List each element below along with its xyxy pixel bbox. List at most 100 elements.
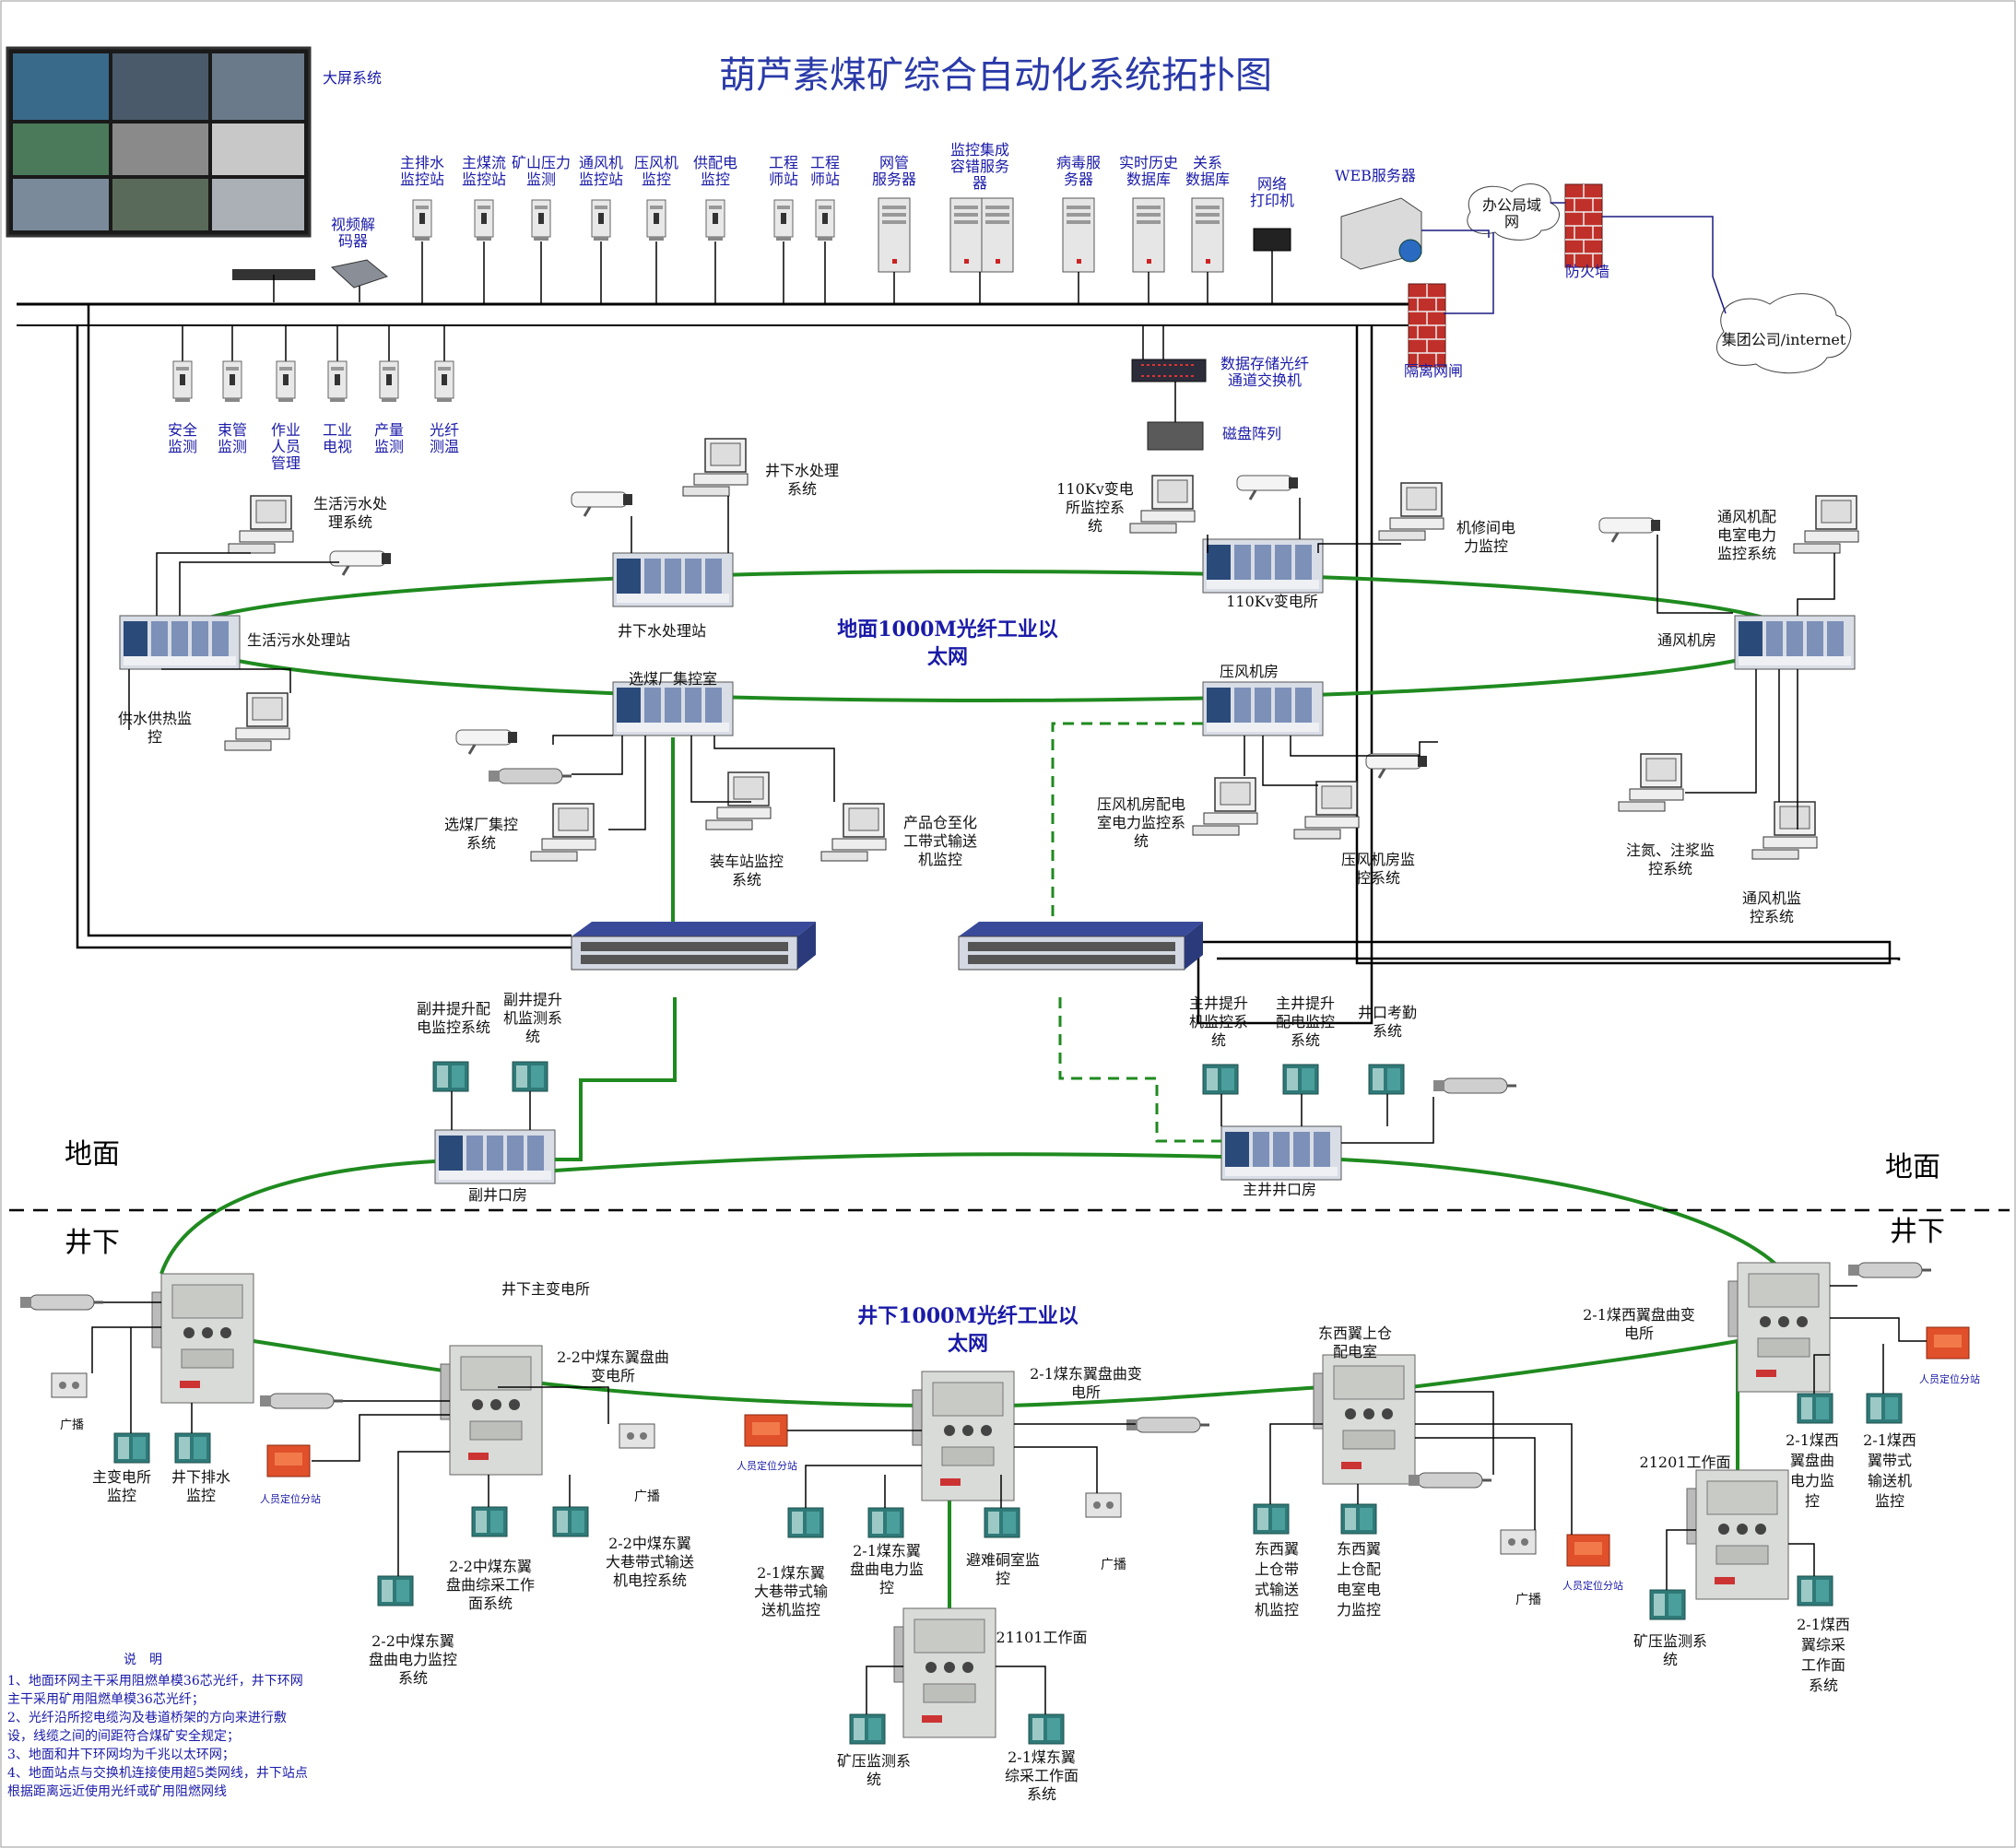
- server-row: 网管服务器监控集成容错服务器病毒服务器实时历史数据库关系数据库网络打印机: [872, 141, 1294, 304]
- press-mon-label: 矿压监测系统: [837, 1752, 911, 1788]
- ew-personnel-label: 人员定位分站: [1562, 1579, 1623, 1592]
- main-hoist-power-label: 主井提升配电监控系统: [1276, 995, 1335, 1049]
- isolation-gateway-label: 隔离网闸: [1404, 362, 1463, 380]
- face21201-label: 21201工作面: [1640, 1454, 1731, 1471]
- repair-pc-icon: [1378, 482, 1444, 541]
- sub22-personnel-label: 人员定位分站: [260, 1492, 321, 1505]
- press-mon-module: [849, 1713, 886, 1745]
- shaft-water-pc-icon: [682, 438, 749, 497]
- belt22-module: [552, 1506, 589, 1537]
- vent-power-pc-icon: [1793, 495, 1859, 554]
- notes: 说 明 1、地面环网主干采用阻燃单模36芯光纤，井下环网主干采用矿用阻燃单模36…: [7, 1653, 308, 1799]
- sub21e-box: [912, 1371, 1015, 1501]
- firewall-icon: [1564, 183, 1603, 268]
- server-label: 实时历史数据库: [1119, 154, 1178, 188]
- aux-hoist-power-module: [432, 1061, 469, 1092]
- surface-ring-label: 地面1000M光纤工业以太网: [837, 618, 1058, 669]
- top-station-label: 压风机监控: [634, 154, 678, 188]
- attendance-module: [1368, 1064, 1405, 1095]
- ew-room-box: [1313, 1354, 1416, 1485]
- belt21e-label: 2-1煤东翼大巷带式输送机监控: [754, 1564, 828, 1618]
- server-icon: [1132, 197, 1165, 273]
- sub110-pc-icon: [1129, 475, 1196, 534]
- underground-ring-label: 井下1000M光纤工业以太网: [857, 1304, 1079, 1356]
- bottom-station-icon: [276, 360, 296, 403]
- sub21w-label: 2-1煤西翼盘曲变电所: [1583, 1306, 1695, 1342]
- face21201-box: [1686, 1469, 1789, 1600]
- server-label: 病毒服务器: [1056, 154, 1101, 188]
- server-icon: [981, 197, 1014, 273]
- aux-shaft-label: 副井口房: [468, 1186, 527, 1204]
- main-sub-sensor-icon: [18, 1293, 105, 1312]
- big-screen-label: 大屏系统: [323, 69, 382, 87]
- bottom-station-icon: [434, 360, 454, 403]
- sub21w-personnel-label: 人员定位分站: [1919, 1372, 1980, 1385]
- server-label: 网管服务器: [872, 154, 916, 188]
- w-belt-label: 2-1煤西翼带式输送机监控: [1863, 1431, 1916, 1510]
- sub22-sensor-icon: [258, 1392, 345, 1410]
- drainage-module: [174, 1432, 211, 1464]
- main-shaft-label: 主井井口房: [1243, 1181, 1316, 1198]
- server-label: 网络打印机: [1250, 175, 1294, 209]
- top-station-label: 主排水监控站: [400, 154, 444, 188]
- sub21w-personnel-icon: [1926, 1326, 1970, 1360]
- storage-switch-device: [1131, 359, 1207, 383]
- firewall-label: 防火墙: [1565, 263, 1609, 280]
- w-belt-module: [1866, 1393, 1903, 1424]
- ew-power-label: 东西翼上仓配电室电力监控: [1337, 1540, 1381, 1618]
- comp-power-label: 压风机房配电室电力监控系统: [1097, 795, 1185, 850]
- ew-belt-label: 东西翼上仓带式输送机监控: [1255, 1540, 1299, 1618]
- w-power-label: 2-1煤西翼盘曲电力监控: [1786, 1431, 1839, 1510]
- face22-module: [471, 1506, 508, 1537]
- vent-room-plc: [1734, 615, 1856, 670]
- coal-prep-label: 选煤厂集控室: [629, 670, 717, 688]
- office-lan-cloud: [1467, 183, 1560, 241]
- main-shaft-sensor-icon: [1432, 1077, 1518, 1095]
- coal-prep-sensor-icon: [487, 767, 573, 785]
- server-icon: [878, 197, 911, 273]
- ew-room-label: 东西翼上仓配电室: [1318, 1324, 1392, 1360]
- top-station-label: 矿山压力监测: [512, 154, 571, 188]
- main-sub-mon-label: 主变电所监控: [92, 1468, 151, 1504]
- repair-label: 机修间电力监控: [1456, 519, 1515, 555]
- web-server-label: WEB服务器: [1335, 167, 1416, 184]
- compressor-room-plc: [1202, 681, 1324, 736]
- hub-device: [330, 259, 389, 288]
- shaft-water-station-label: 井下水处理站: [618, 622, 706, 640]
- main-sub-broadcast-label: 广播: [60, 1418, 84, 1432]
- disk-array-device: [1147, 421, 1204, 451]
- internet-links: [1421, 202, 1727, 314]
- sub21e-broadcast-label: 广播: [1101, 1558, 1126, 1572]
- power21e-label: 2-1煤东翼盘曲电力监控: [850, 1542, 924, 1596]
- comp-ctrl-pc-icon: [1293, 781, 1360, 840]
- ew-broadcast-icon: [1500, 1529, 1537, 1555]
- shaft-water-camera-icon: [570, 490, 634, 518]
- ew-belt-module: [1253, 1503, 1290, 1535]
- main-sub-mon-module: [113, 1432, 150, 1464]
- comp-power-pc-icon: [1192, 777, 1258, 836]
- notes-lines: 1、地面环网主干采用阻燃单模36芯光纤，井下环网主干采用矿用阻燃单模36芯光纤；…: [7, 1673, 308, 1799]
- face21101-label: 21101工作面: [996, 1629, 1088, 1646]
- vent-room-label: 通风机房: [1657, 631, 1716, 649]
- disk-array-label: 磁盘阵列: [1222, 425, 1281, 442]
- server-label: 关系数据库: [1185, 154, 1230, 188]
- refuge-label: 避难硐室监控: [966, 1551, 1040, 1587]
- shaft-water-station-plc: [612, 552, 734, 607]
- printer-icon: [1253, 228, 1291, 252]
- aux-shaft-plc: [434, 1129, 556, 1184]
- main-hoist-module: [1202, 1064, 1239, 1095]
- compressor-camera-icon: [1364, 752, 1429, 780]
- main-hoist-label: 主井提升机监控系统: [1189, 995, 1248, 1049]
- aux-hoist-mon-label: 副井提升机监测系统: [503, 991, 562, 1045]
- video-decoder-label: 视频解码器: [331, 216, 375, 250]
- bottom-station-icon: [379, 360, 399, 403]
- sub22-label: 2-2中煤东翼盘曲变电所: [557, 1348, 669, 1384]
- product-belt-pc-icon: [820, 803, 887, 862]
- top-station-label: 工程师站: [810, 154, 840, 188]
- bottom-station-label: 安全监测: [168, 421, 197, 455]
- page-title: 葫芦素煤矿综合自动化系统拓扑图: [719, 54, 1272, 97]
- attendance-label: 井口考勤系统: [1358, 1004, 1417, 1040]
- power22-label: 2-2中煤东翼盘曲电力监控系统: [369, 1632, 457, 1687]
